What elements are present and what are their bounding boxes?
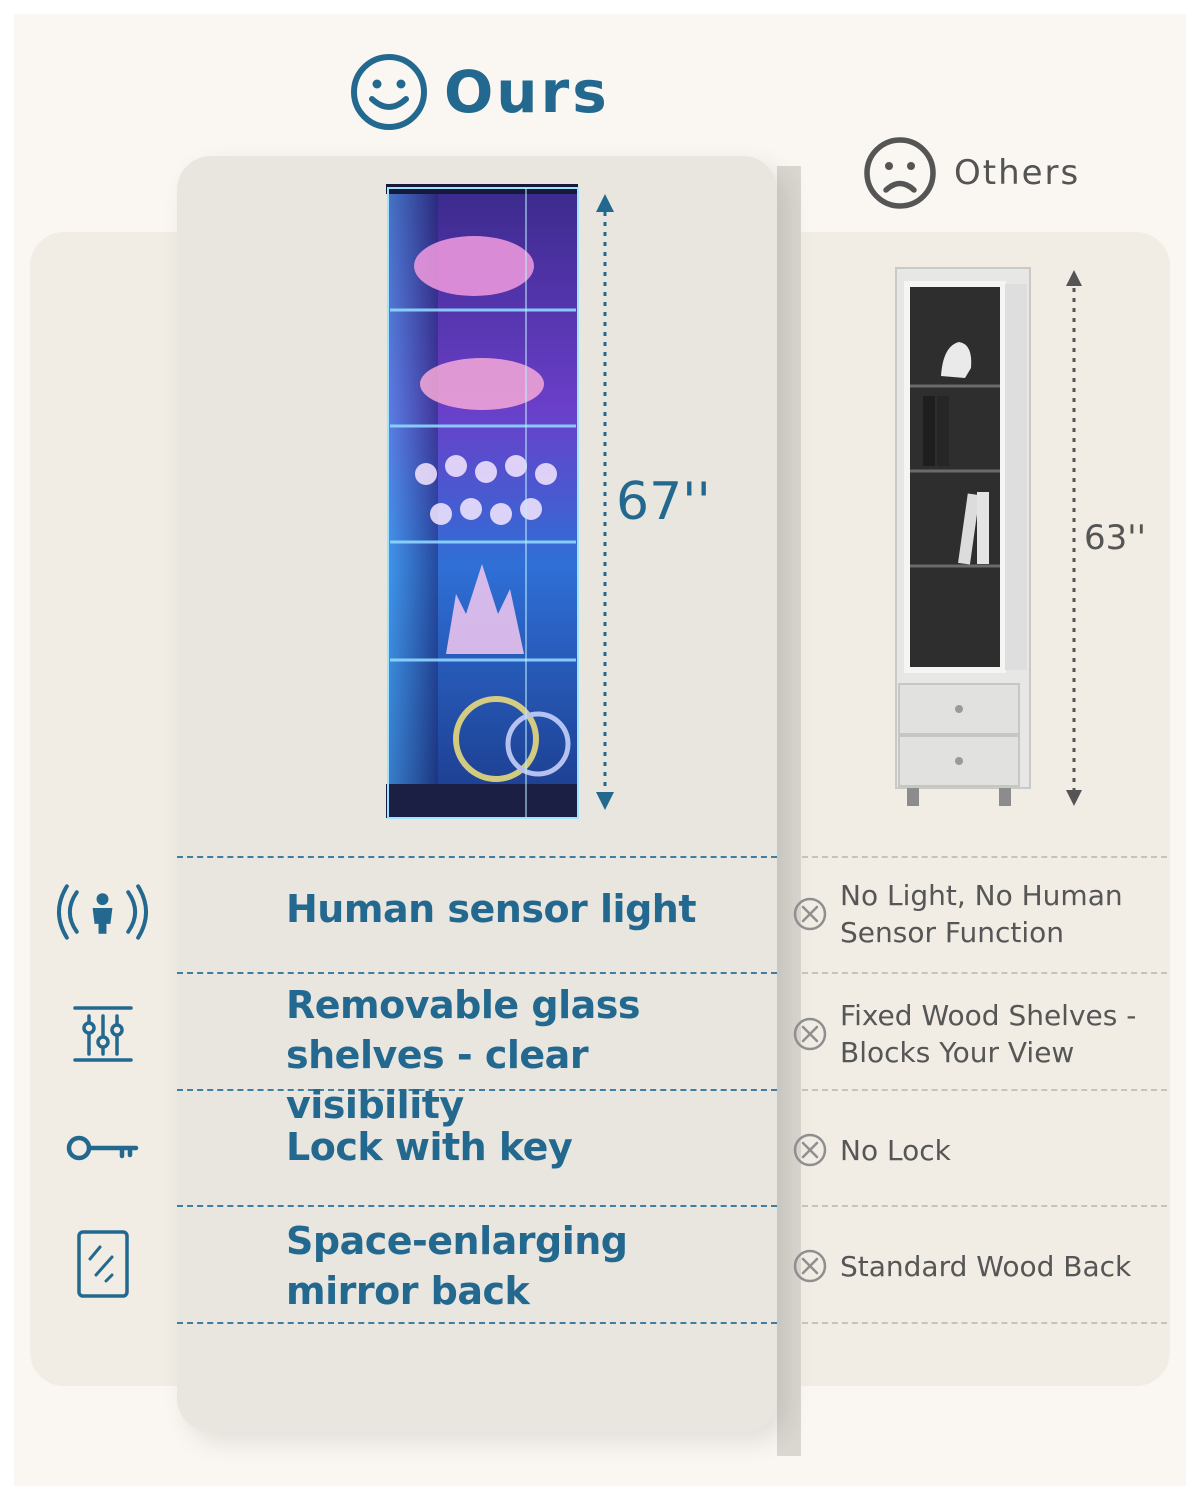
others-header: Others: [862, 135, 1080, 211]
glass-display-cabinet: [386, 184, 579, 819]
others-feature: Fixed Wood Shelves - Blocks Your View: [792, 996, 1172, 1072]
feature-label: Space-enlarging mirror back: [286, 1219, 628, 1313]
shelves-sliders-icon: [55, 1002, 150, 1066]
x-circle-icon: [793, 1133, 827, 1167]
smiley-icon: [351, 54, 427, 130]
others-height-arrow: [1066, 270, 1082, 806]
ours-height-label: 67'': [616, 472, 711, 532]
mirror-icon: [55, 1228, 150, 1300]
ours-header: Ours: [350, 52, 610, 132]
others-feature-text: Standard Wood Back: [840, 1249, 1132, 1283]
sad-face-icon: [864, 137, 936, 209]
others-feature-text: Fixed Wood Shelves - Blocks Your View: [840, 999, 1137, 1069]
others-feature-text: No Light, No Human Sensor Function: [840, 879, 1123, 949]
ours-title: Ours: [444, 58, 610, 126]
others-feature: Standard Wood Back: [792, 1244, 1172, 1288]
feature-label: Lock with key: [286, 1125, 573, 1169]
x-circle-icon: [793, 1249, 827, 1283]
others-feature-text: No Lock: [840, 1133, 951, 1167]
human-sensor-icon: [55, 880, 150, 944]
others-height-label: 63'': [1084, 518, 1146, 558]
others-title: Others: [954, 153, 1081, 193]
key-icon: [55, 1128, 150, 1168]
feature-label: Human sensor light: [286, 887, 696, 931]
others-feature: No Light, No Human Sensor Function: [792, 876, 1172, 952]
height-dimension-arrow: [596, 194, 614, 810]
card-shadow: [777, 166, 801, 1456]
others-feature: No Lock: [792, 1128, 1172, 1172]
feature-label: Removable glass shelves - clear visibili…: [286, 983, 640, 1127]
x-circle-icon: [793, 897, 827, 931]
wood-cabinet: [895, 267, 1031, 806]
x-circle-icon: [793, 1017, 827, 1051]
